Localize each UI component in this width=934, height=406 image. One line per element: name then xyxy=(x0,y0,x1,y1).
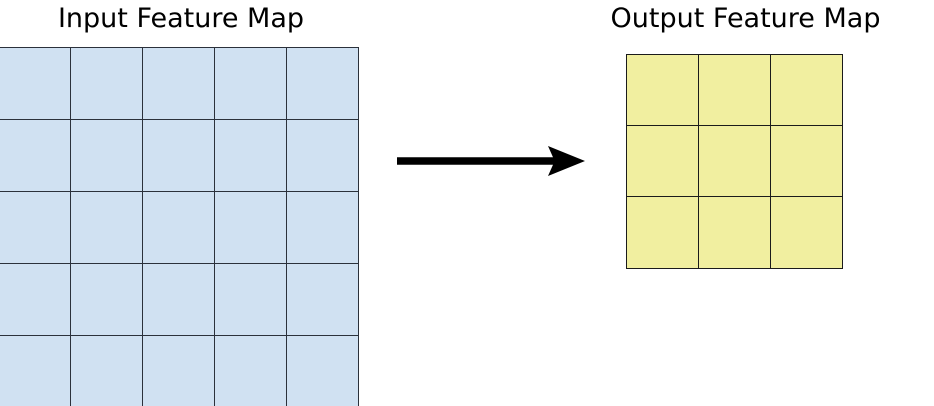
input-feature-map-cell-0-0 xyxy=(0,46,72,120)
input-feature-map-cell-1-0 xyxy=(0,118,72,192)
right-arrow-icon xyxy=(397,146,585,176)
input-feature-map-cell-1-4 xyxy=(285,118,359,192)
input-feature-map-cell-1-3 xyxy=(213,118,287,192)
input-feature-map-cell-4-2 xyxy=(142,335,215,406)
input-feature-map-cell-4-1 xyxy=(70,335,144,406)
output-feature-map-cell-0-0 xyxy=(625,53,699,126)
input-feature-map-cell-4-0 xyxy=(0,335,72,406)
input-feature-map-cell-2-2 xyxy=(142,190,215,265)
output-feature-map-title: Output Feature Map xyxy=(610,3,881,34)
input-feature-map-cell-0-1 xyxy=(70,46,144,120)
output-feature-map-cell-1-0 xyxy=(625,124,699,198)
output-feature-map-cell-2-1 xyxy=(697,196,771,269)
input-feature-map-cell-4-4 xyxy=(285,335,359,406)
input-feature-map-cell-3-3 xyxy=(213,263,287,337)
input-feature-map-cell-3-0 xyxy=(0,263,72,337)
input-feature-map-cell-3-1 xyxy=(70,263,144,337)
input-feature-map-cell-1-2 xyxy=(142,118,215,192)
input-feature-map-cell-0-2 xyxy=(142,46,215,120)
output-feature-map-cell-1-1 xyxy=(697,124,771,198)
input-feature-map-cell-0-3 xyxy=(213,46,287,120)
input-feature-map-cell-4-3 xyxy=(213,335,287,406)
input-feature-map-cell-0-4 xyxy=(285,46,359,120)
output-feature-map-cell-0-2 xyxy=(769,53,843,126)
input-feature-map-cell-3-4 xyxy=(285,263,359,337)
input-feature-map-cell-2-1 xyxy=(70,190,144,265)
input-feature-map-cell-3-2 xyxy=(142,263,215,337)
output-feature-map-cell-1-2 xyxy=(769,124,843,198)
output-feature-map-cell-0-1 xyxy=(697,53,771,126)
output-feature-map-grid xyxy=(625,53,843,269)
input-feature-map-cell-2-0 xyxy=(0,190,72,265)
output-feature-map-cell-2-0 xyxy=(625,196,699,269)
input-feature-map-cell-1-1 xyxy=(70,118,144,192)
input-feature-map-grid xyxy=(0,46,359,406)
output-feature-map-cell-2-2 xyxy=(769,196,843,269)
input-feature-map-cell-2-4 xyxy=(285,190,359,265)
input-feature-map-cell-2-3 xyxy=(213,190,287,265)
input-feature-map-title: Input Feature Map xyxy=(57,3,305,34)
